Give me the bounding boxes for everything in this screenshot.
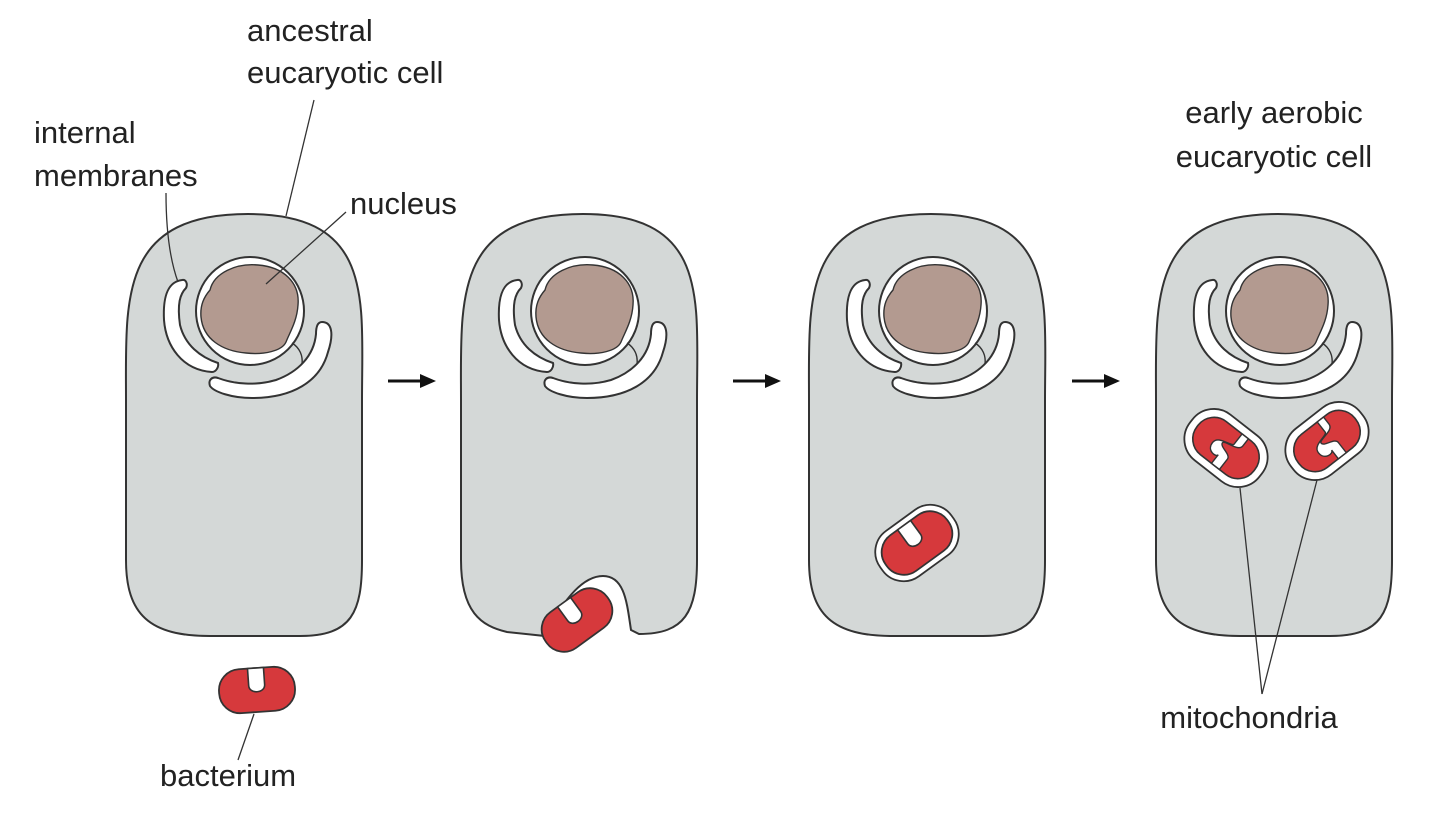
free-bacterium	[216, 664, 298, 716]
ancestral-cell-label-line2: eucaryotic cell	[247, 55, 443, 90]
ancestral-cell	[124, 213, 364, 637]
internalized-cell	[807, 213, 1047, 637]
mitochondria-leader-left	[1239, 487, 1263, 695]
internal-membranes-label-line1: internal	[34, 115, 136, 150]
mitochondria-label: mitochondria	[1160, 700, 1338, 735]
aerobic-cell-label-line1: early aerobic	[1185, 95, 1362, 130]
arrow-1	[386, 372, 438, 390]
aerobic-cell-label-line2: eucaryotic cell	[1176, 139, 1372, 174]
internal-membranes-label-line2: membranes	[34, 158, 198, 193]
nucleus-leader	[265, 211, 347, 285]
nucleus-label: nucleus	[350, 186, 457, 221]
ancestral-cell-leader	[285, 99, 315, 217]
internal-bacterium	[872, 501, 962, 585]
arrow-2	[731, 372, 783, 390]
arrow-3	[1070, 372, 1122, 390]
bacterium-label: bacterium	[160, 758, 296, 793]
ancestral-cell-label-line1: ancestral	[247, 13, 373, 48]
internal-membranes-leader	[165, 192, 179, 283]
engulfing-cell	[459, 212, 699, 638]
bacterium-leader	[237, 713, 255, 761]
mitochondria-leader-right	[1261, 479, 1318, 695]
